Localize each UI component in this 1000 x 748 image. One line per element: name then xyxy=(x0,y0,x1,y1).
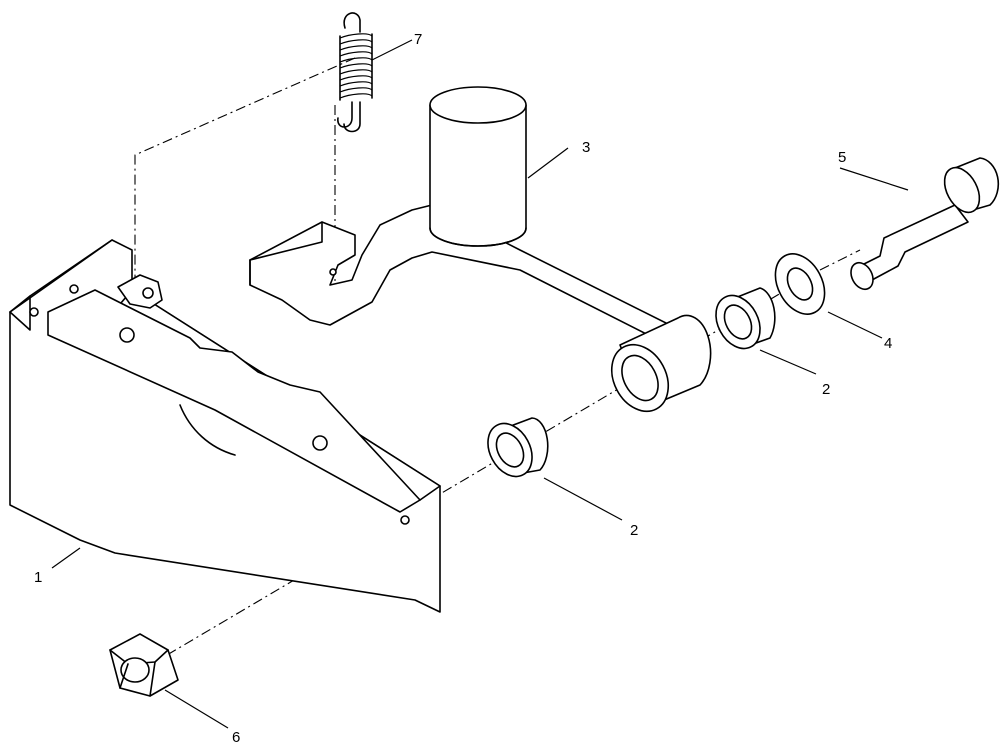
callout-7: 7 xyxy=(414,31,422,48)
hex-nut xyxy=(109,633,179,697)
shoulder-bolt xyxy=(850,157,1000,291)
washer xyxy=(774,253,826,315)
extension-spring xyxy=(337,12,373,133)
callout-2-lower: 2 xyxy=(630,522,638,539)
callout-5: 5 xyxy=(838,149,846,166)
callout-1: 1 xyxy=(34,569,42,586)
callout-leaders xyxy=(51,39,909,729)
roller xyxy=(429,86,527,247)
callout-3: 3 xyxy=(582,139,590,156)
flange-bushing-lower xyxy=(487,417,549,478)
pivot-sleeve xyxy=(610,314,712,413)
callout-4: 4 xyxy=(884,335,892,352)
flange-bushing-upper xyxy=(715,287,776,350)
callout-6: 6 xyxy=(232,729,240,746)
callout-2-upper: 2 xyxy=(822,381,830,398)
mounting-bracket xyxy=(9,239,441,613)
